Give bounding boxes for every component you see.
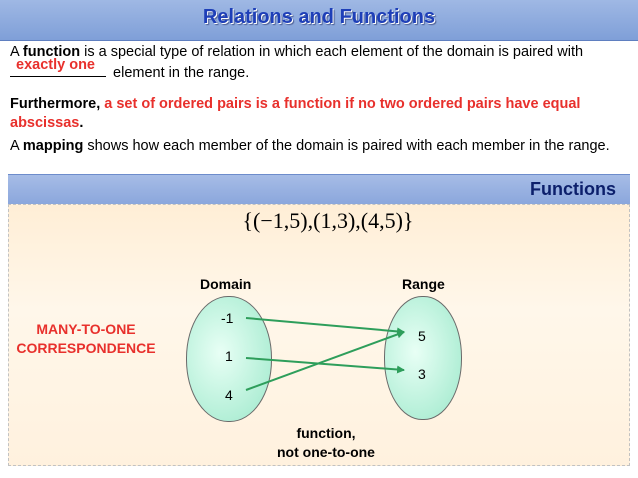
section-title: Functions — [530, 179, 616, 199]
correspondence-line-1: MANY-TO-ONE — [36, 321, 136, 337]
blank-answer: exactly one — [16, 57, 95, 73]
function-note-line-1: function, — [296, 425, 356, 441]
ordered-pairs-set: {(−1,5),(1,3),(4,5)} — [242, 208, 414, 233]
correspondence-label: MANY-TO-ONE CORRESPONDENCE — [8, 320, 164, 358]
page-title: Relations and Functions — [202, 6, 436, 28]
domain-label: Domain — [200, 276, 252, 292]
function-definition: A function is a special type of relation… — [10, 43, 630, 83]
mapping-text-1: A — [10, 138, 23, 154]
function-note-line-2: not one-to-one — [277, 444, 375, 460]
title-bar: Relations and Functions — [0, 0, 638, 41]
section-header: Functions — [8, 174, 630, 206]
domain-value: 1 — [225, 348, 233, 364]
mapping-definition: A mapping shows how each member of the d… — [10, 137, 630, 156]
domain-value: -1 — [221, 310, 234, 326]
fill-in-blank: exactly one — [10, 57, 106, 77]
furthermore-end: . — [79, 115, 84, 131]
range-oval — [384, 296, 462, 420]
correspondence-line-2: CORRESPONDENCE — [16, 340, 156, 356]
intro-text-1: A — [10, 44, 23, 60]
mapping-term: mapping — [22, 138, 84, 154]
intro-text-3: element in the range. — [109, 65, 250, 81]
range-label: Range — [402, 276, 445, 292]
furthermore-statement: Furthermore, a set of ordered pairs is a… — [10, 95, 630, 133]
ordered-pairs-rule: a set of ordered pairs is a function if … — [10, 96, 581, 131]
range-value: 5 — [418, 328, 426, 344]
range-value: 3 — [418, 366, 426, 382]
function-term: function — [22, 44, 81, 60]
domain-value: 4 — [225, 387, 233, 403]
function-note: function, not one-to-one — [256, 424, 396, 462]
intro-text-2: is a special type of relation in which e… — [80, 44, 584, 60]
mapping-text-2: shows how each member of the domain is p… — [83, 138, 610, 154]
furthermore-lead: Furthermore, — [10, 96, 105, 112]
